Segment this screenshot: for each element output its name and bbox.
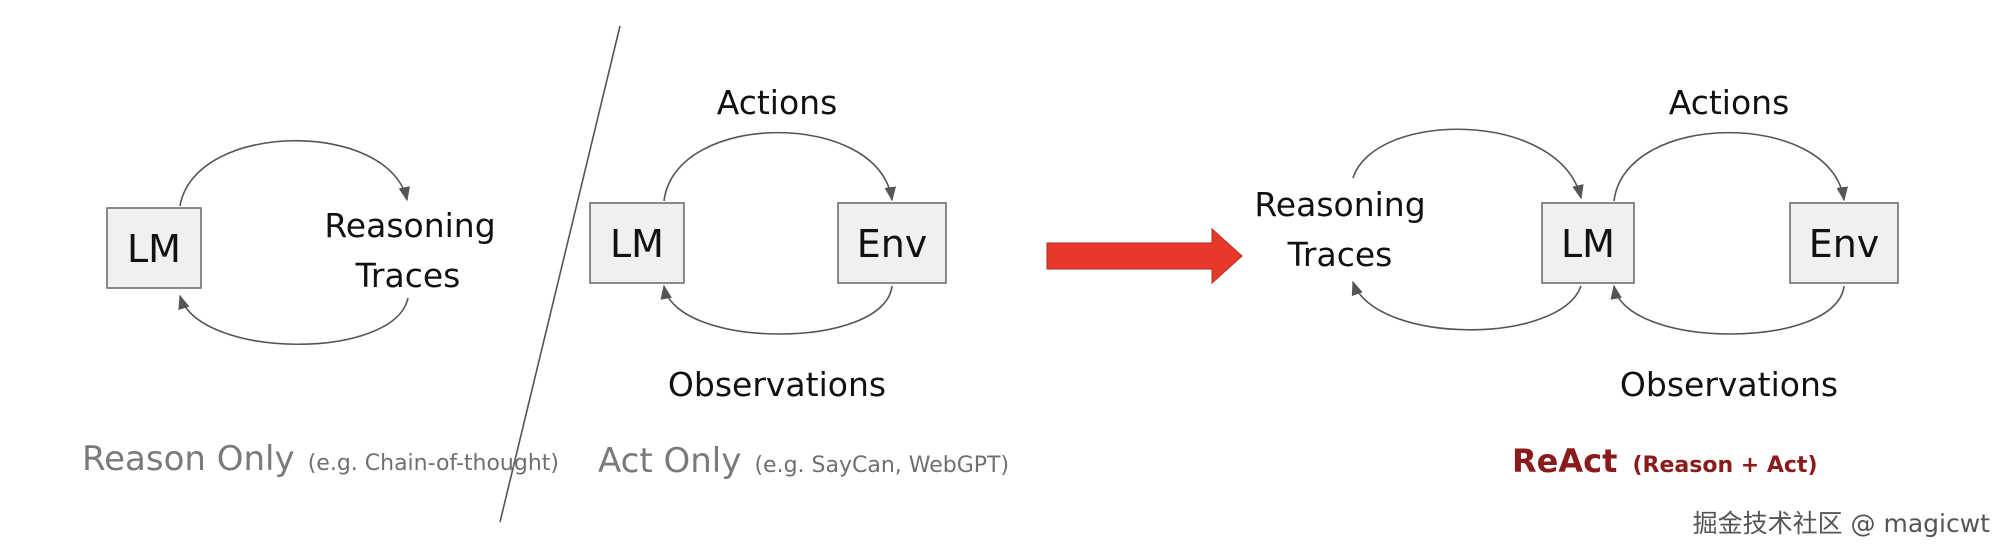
react-caption-main: ReAct (1512, 442, 1617, 480)
react-reasoning-top-arrow (1352, 128, 1584, 200)
react-reasoning-bottom-arrow (1351, 280, 1582, 331)
react-reasoning-line2: Traces (1287, 235, 1393, 274)
reason-only-lm-label: LM (127, 227, 181, 271)
act-only-caption-sub: (e.g. SayCan, WebGPT) (754, 453, 1009, 478)
act-only-observations-arrow (660, 284, 893, 335)
act-only-caption-main: Act Only (598, 441, 741, 481)
reason-only-reasoning-line1: Reasoning (324, 206, 495, 245)
react-caption: ReAct (Reason + Act) (1512, 442, 1818, 480)
react-env-label: Env (1809, 222, 1880, 266)
act-only-actions-arrow (663, 131, 896, 202)
act-only-lm-box (589, 202, 685, 284)
react-lm-label: LM (1561, 222, 1615, 266)
reason-only-caption-main: Reason Only (82, 439, 295, 479)
react-lm-box (1541, 202, 1635, 284)
react-actions-label: Actions (1669, 83, 1790, 122)
react-env-box (1789, 202, 1899, 284)
act-only-env-label: Env (857, 222, 928, 266)
reason-only-reasoning-line2: Traces (355, 256, 461, 295)
reason-only-caption-sub: (e.g. Chain-of-thought) (308, 451, 559, 476)
act-only-panel: LM Env Actions Observations Act Only (e.… (589, 83, 1009, 481)
act-only-observations-label: Observations (668, 365, 886, 404)
react-caption-sub: (Reason + Act) (1632, 453, 1817, 478)
reason-only-caption: Reason Only (e.g. Chain-of-thought) (82, 439, 559, 479)
transition-arrow (1046, 227, 1243, 285)
react-actions-arrow (1613, 131, 1848, 202)
reason-only-top-arrow (179, 139, 410, 207)
act-only-lm-label: LM (610, 222, 664, 266)
reason-only-panel: LM Reasoning Traces Reason Only (e.g. Ch… (82, 139, 559, 479)
react-observations-arrow (1610, 284, 1845, 335)
act-only-actions-label: Actions (717, 83, 838, 122)
react-reasoning-line1: Reasoning (1254, 185, 1425, 224)
reason-only-lm-box (106, 207, 202, 289)
react-observations-label: Observations (1620, 365, 1838, 404)
react-panel: Reasoning Traces LM Env Actions Observat… (1254, 83, 1899, 480)
reason-only-bottom-arrow (178, 294, 409, 345)
act-only-env-box (837, 202, 947, 284)
act-only-caption: Act Only (e.g. SayCan, WebGPT) (598, 441, 1009, 481)
watermark: 掘金技术社区 @ magicwt (1693, 509, 1991, 538)
panel-divider (499, 25, 621, 523)
